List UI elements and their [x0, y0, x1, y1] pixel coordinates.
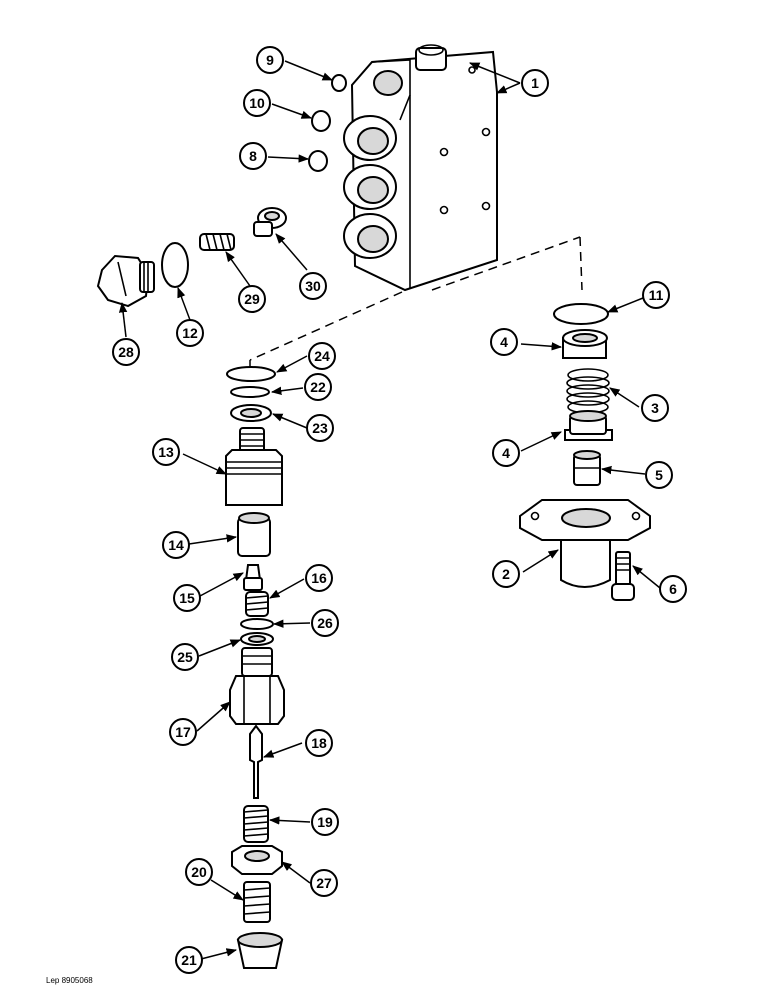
cap-21	[236, 932, 284, 969]
callout-circle	[185, 858, 213, 886]
callout-circle	[311, 609, 339, 637]
o-ring-10	[311, 110, 331, 132]
callout-circle	[311, 808, 339, 836]
valve-body	[343, 44, 498, 292]
spring-seat-lower	[564, 410, 613, 441]
callout-label: 3	[651, 400, 659, 416]
callout-circle	[304, 373, 332, 401]
o-ring-9	[331, 74, 347, 92]
callout-circle	[239, 142, 267, 170]
leader-lines	[118, 60, 661, 960]
callout-circle	[659, 575, 687, 603]
callout-label: 1	[531, 75, 539, 91]
callout-label: 2	[502, 566, 510, 582]
o-ring-24	[226, 366, 276, 382]
callout-circle	[152, 438, 180, 466]
pin-18	[249, 724, 263, 799]
callout-label: 14	[168, 537, 184, 553]
drawing-reference-code: Lep 8905068	[46, 976, 93, 985]
callout-circle	[169, 718, 197, 746]
callout-label: 19	[317, 814, 333, 830]
callout-circle	[308, 342, 336, 370]
spring-3	[566, 368, 610, 414]
sleeve-14	[237, 512, 271, 557]
callout-circle	[310, 869, 338, 897]
callout-label: 24	[314, 348, 330, 364]
callout-circle	[162, 531, 190, 559]
valve-housing-13	[225, 427, 283, 506]
callout-label: 8	[249, 148, 257, 164]
callout-label: 21	[181, 952, 197, 968]
callout-circle	[173, 584, 201, 612]
ring-25	[240, 632, 274, 646]
callout-label: 27	[316, 875, 332, 891]
callout-circle	[256, 46, 284, 74]
callout-label: 16	[311, 570, 327, 586]
spring-seat-upper	[562, 329, 608, 359]
bolt-6	[611, 551, 635, 601]
spool-5	[573, 450, 601, 486]
callout-circle	[521, 69, 549, 97]
callout-circle	[641, 394, 669, 422]
o-ring-22	[230, 386, 270, 398]
callout-label: 13	[158, 444, 174, 460]
callout-circle	[305, 729, 333, 757]
callout-label: 5	[655, 467, 663, 483]
callout-label: 15	[179, 590, 195, 606]
callout-label: 28	[118, 344, 134, 360]
callout-label: 17	[175, 724, 191, 740]
callout-circle	[243, 89, 271, 117]
hex-plug	[96, 254, 155, 308]
callout-circle	[305, 564, 333, 592]
seat-17	[229, 647, 285, 725]
callout-label: 4	[502, 445, 510, 461]
o-ring-8	[308, 150, 328, 172]
callout-label: 4	[500, 334, 508, 350]
nut-27	[231, 845, 283, 875]
callout-label: 10	[249, 95, 265, 111]
callout-label: 26	[317, 615, 333, 631]
spring-16	[245, 591, 269, 617]
callout-label: 22	[310, 379, 326, 395]
callout-circle	[176, 319, 204, 347]
poppet-15	[243, 564, 263, 591]
callout-label: 12	[182, 325, 198, 341]
callout-label: 29	[244, 291, 260, 307]
callout-label: 30	[305, 278, 321, 294]
cap-2	[519, 499, 651, 588]
callout-label: 20	[191, 864, 207, 880]
callout-circle	[112, 338, 140, 366]
callout-label: 11	[649, 287, 664, 303]
plunger-30	[253, 207, 287, 237]
callout-label: 23	[312, 420, 328, 436]
setscrew-20	[243, 881, 271, 923]
callout-circle	[645, 461, 673, 489]
backup-ring-23	[230, 404, 272, 422]
callout-circle	[642, 281, 670, 309]
callout-circle	[306, 414, 334, 442]
callout-label: 25	[177, 649, 193, 665]
callout-label: 9	[266, 52, 274, 68]
spring-29	[199, 233, 235, 251]
callout-label: 18	[311, 735, 327, 751]
callout-circle	[175, 946, 203, 974]
o-ring-12	[161, 242, 189, 288]
callout-circle	[299, 272, 327, 300]
callout-circle	[492, 560, 520, 588]
spring-19	[243, 805, 269, 843]
callout-circle	[492, 439, 520, 467]
callout-circle	[171, 643, 199, 671]
callout-circle	[490, 328, 518, 356]
o-ring-11	[553, 303, 609, 325]
o-ring-26	[240, 618, 274, 630]
callout-label: 6	[669, 581, 677, 597]
callout-labels: 1234456891011121314151617181920212223242…	[112, 46, 687, 974]
callout-circle	[238, 285, 266, 313]
